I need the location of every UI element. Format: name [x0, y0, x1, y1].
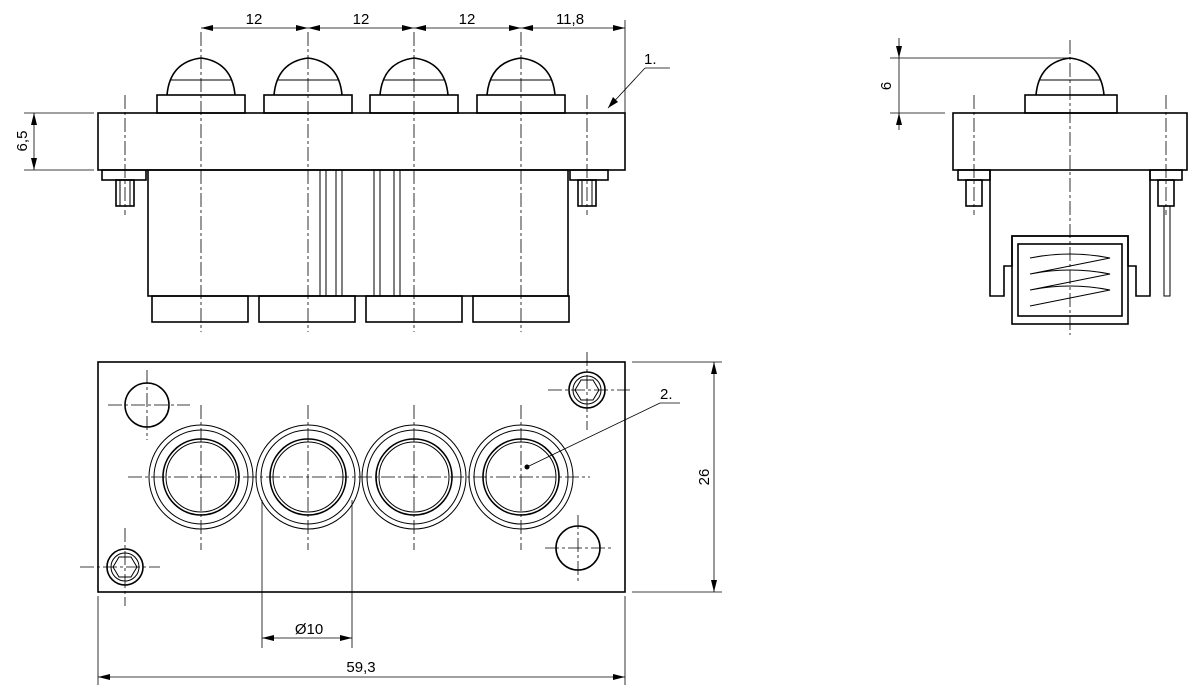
front-body	[147, 169, 569, 297]
dim-pitch-3: 12	[459, 11, 476, 28]
side-view: 6	[878, 38, 1188, 335]
dim-edge-offset: 11,8	[556, 11, 584, 28]
dim-pitch-2: 12	[353, 11, 370, 28]
front-view: 12 12 12 11,8 6,5 1.	[14, 11, 670, 332]
top-view: Ø10 59,3 26 2.	[80, 352, 722, 685]
dim-diameter: Ø10	[295, 621, 323, 638]
callout-2: 2.	[660, 386, 673, 403]
callout-1: 1.	[644, 51, 657, 68]
front-top-plate	[97, 112, 626, 171]
dim-overall-length: 59,3	[346, 659, 375, 676]
dim-ball-protrusion: 6	[878, 82, 895, 90]
dim-pitch-1: 12	[246, 11, 263, 28]
dim-width: 26	[696, 469, 713, 486]
dim-plate-height: 6,5	[14, 131, 31, 152]
top-plate-outline	[97, 361, 626, 593]
